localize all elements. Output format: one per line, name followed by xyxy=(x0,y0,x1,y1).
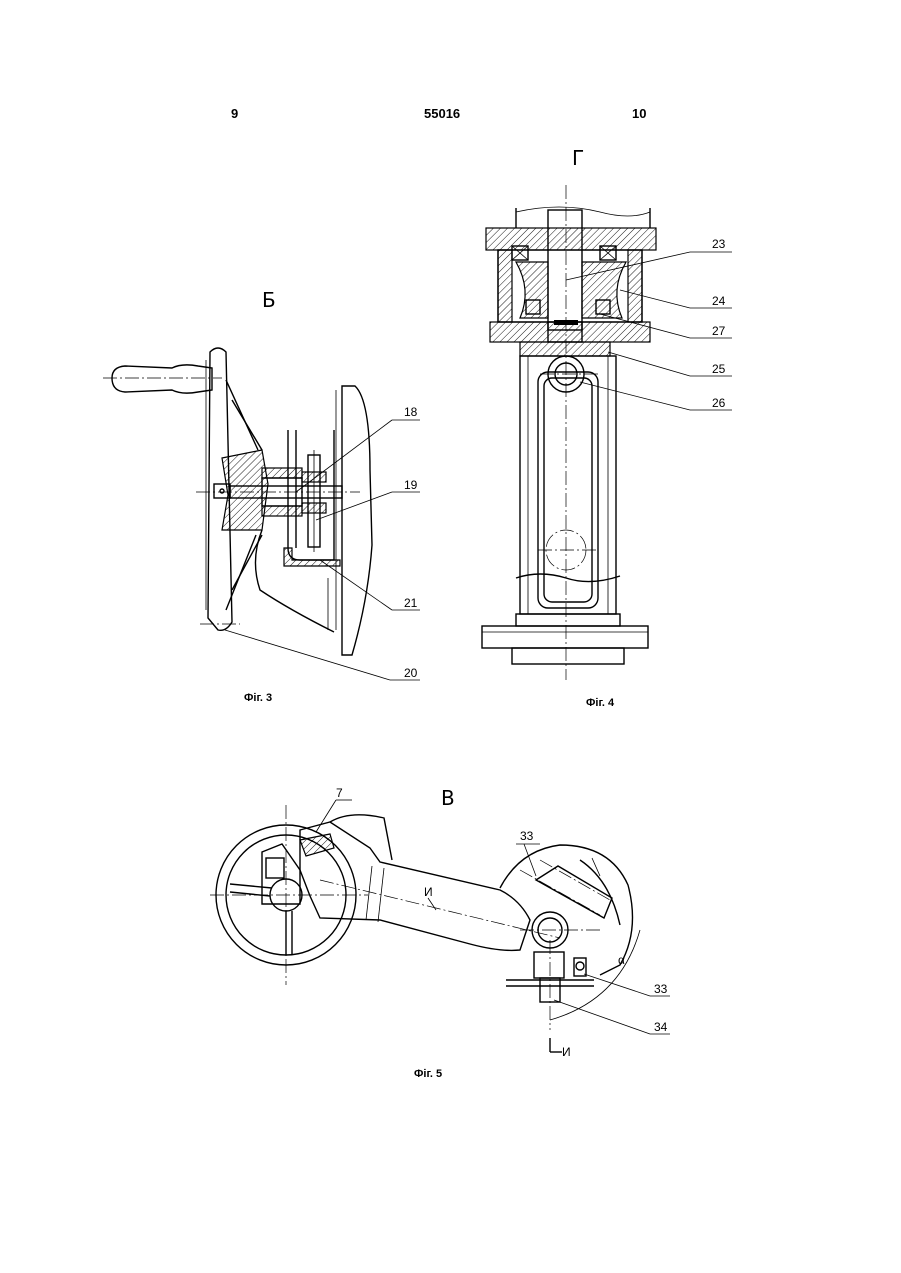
fig3-callouts: 18 19 21 20 xyxy=(404,405,418,680)
fig4-label-25: 25 xyxy=(712,362,726,376)
fig4-callouts: 23 24 27 25 26 xyxy=(712,237,726,410)
fig5-label-7: 7 xyxy=(336,786,343,800)
fig3-label-19: 19 xyxy=(404,478,418,492)
fig5-label-33-top: 33 xyxy=(520,829,534,843)
fig5-label-33-bottom: 33 xyxy=(654,982,668,996)
fig3-label-20: 20 xyxy=(404,666,418,680)
fig3-label-18: 18 xyxy=(404,405,418,419)
fig5-label-34: 34 xyxy=(654,1020,668,1034)
fig4-label-27: 27 xyxy=(712,324,726,338)
fig5-section-mark-lower: И xyxy=(562,1045,571,1059)
fig4-label-26: 26 xyxy=(712,396,726,410)
fig3-label-21: 21 xyxy=(404,596,418,610)
fig5-angle-mark: α xyxy=(618,953,625,967)
fig5-drawing: И α И xyxy=(210,800,670,1059)
fig5-section-mark-upper: И xyxy=(424,885,433,899)
fig5-callouts: 7 33 33 34 xyxy=(336,786,668,1034)
fig3-drawing xyxy=(103,348,420,680)
fig4-label-23: 23 xyxy=(712,237,726,251)
fig4-label-24: 24 xyxy=(712,294,726,308)
fig4-drawing xyxy=(482,185,732,680)
